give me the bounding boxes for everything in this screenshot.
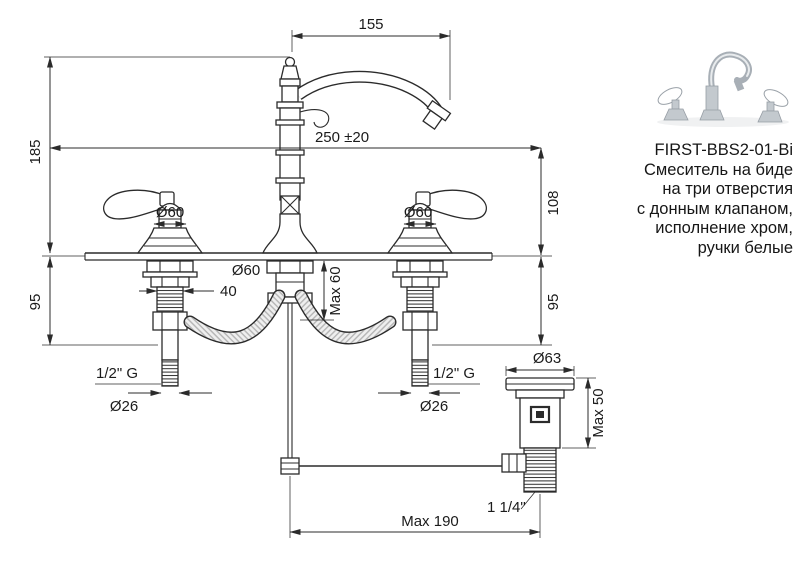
dia-hole-right: Ø26 bbox=[420, 398, 448, 415]
product-desc-line-2: на три отверстия bbox=[662, 180, 793, 198]
faucet-drawing bbox=[84, 56, 575, 493]
spout bbox=[294, 70, 452, 131]
dim-drain-max: Max 50 bbox=[590, 388, 607, 437]
thread-left: 1/2" G bbox=[96, 365, 138, 382]
right-supply-hose bbox=[301, 296, 390, 338]
drain-assembly bbox=[501, 377, 575, 493]
product-info: FIRST-BBS2-01-Bi Смеситель на биде на тр… bbox=[637, 141, 793, 258]
dim-spout-height: 250 ±20 bbox=[315, 129, 369, 146]
thread-drain: 1 1/4" bbox=[487, 499, 526, 516]
aerator bbox=[422, 99, 452, 131]
dim-shank-width: 40 bbox=[220, 283, 237, 300]
dimension-lines bbox=[42, 30, 596, 538]
dia-body: Ø60 bbox=[232, 262, 260, 279]
popup-rod bbox=[280, 303, 506, 475]
left-supply-hose bbox=[183, 289, 286, 345]
product-code: FIRST-BBS2-01-Bi bbox=[654, 141, 793, 159]
product-desc-line-1: Смеситель на биде bbox=[643, 160, 793, 179]
dim-under-deck-right: 95 bbox=[545, 294, 562, 311]
popup-knob bbox=[280, 195, 300, 215]
dim-deck-max: Max 60 bbox=[327, 266, 344, 315]
product-desc-line-4: исполнение хром, bbox=[655, 219, 793, 237]
product-photo bbox=[657, 51, 789, 127]
spout-column bbox=[262, 56, 318, 254]
dia-drain-flange: Ø63 bbox=[533, 350, 561, 367]
dim-spout-reach: 155 bbox=[358, 16, 383, 33]
product-desc-line-5: ручки белые bbox=[697, 238, 793, 257]
photo-right-handle bbox=[763, 89, 789, 107]
dia-handle-left: Ø60 bbox=[156, 204, 184, 221]
photo-left-handle bbox=[657, 87, 683, 105]
deck-surface bbox=[84, 252, 493, 261]
dim-under-deck-left: 95 bbox=[27, 294, 44, 311]
thread-right: 1/2" G bbox=[433, 365, 475, 382]
dim-spout-to-deck: 108 bbox=[545, 190, 562, 215]
product-desc-line-3: с донным клапаном, bbox=[636, 199, 793, 218]
dia-hole-left: Ø26 bbox=[110, 398, 138, 415]
dim-span-max: Max 190 bbox=[401, 513, 459, 530]
left-handle-assembly bbox=[103, 189, 204, 387]
dia-handle-right: Ø60 bbox=[404, 204, 432, 221]
dimension-labels: 155 185 250 ±20 108 95 95 Max 60 40 Ø60 … bbox=[27, 16, 607, 530]
dim-height-total: 185 bbox=[27, 139, 44, 164]
